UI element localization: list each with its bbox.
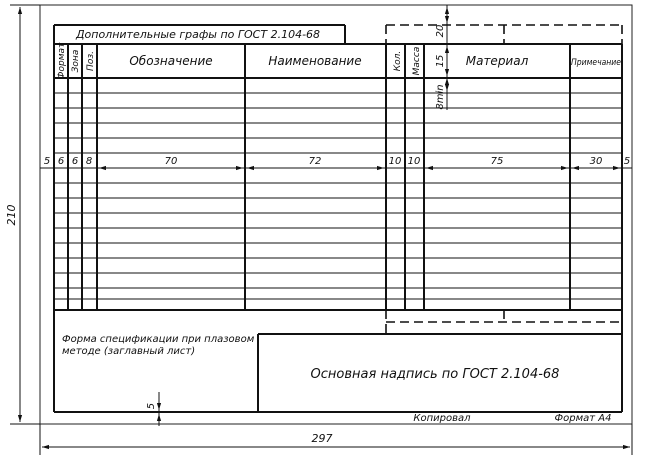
overall-height-dimension bbox=[10, 4, 40, 425]
spec-table-grid bbox=[54, 43, 622, 311]
column-header-zone: Зона bbox=[71, 50, 81, 73]
dim-left-margin: 5 bbox=[44, 156, 50, 167]
column-header-format: Формат bbox=[57, 42, 67, 79]
column-header-mass: Масса bbox=[412, 47, 422, 76]
dim-overall-width: 297 bbox=[312, 432, 333, 445]
width-dimensions: 5 6 6 8 70 72 10 10 75 30 5 bbox=[44, 156, 630, 167]
dim-overall-height: 210 bbox=[5, 205, 18, 226]
dim-bottom-gap: 5 bbox=[146, 403, 157, 409]
dashed-lower-block bbox=[385, 310, 622, 335]
dim-row-min-height: 8min bbox=[435, 84, 446, 109]
footer-format: Формат А4 bbox=[555, 413, 612, 424]
dim-mass-width: 10 bbox=[408, 156, 421, 167]
header-title: Дополнительные графы по ГОСТ 2.104-68 bbox=[75, 28, 320, 41]
dim-right-margin: 5 bbox=[624, 156, 630, 167]
dashed-top-block bbox=[385, 24, 623, 44]
dim-qty-width: 10 bbox=[389, 156, 402, 167]
sheet-outline bbox=[39, 4, 633, 425]
column-header-pos: Поз. bbox=[86, 51, 96, 71]
column-header-note: Примечание bbox=[571, 58, 621, 68]
dim-zone-width: 6 bbox=[72, 156, 78, 167]
dim-header-height: 15 bbox=[435, 55, 446, 68]
dim-format-width: 6 bbox=[58, 156, 64, 167]
column-header-name: Наименование bbox=[268, 54, 361, 68]
dim-name-width: 72 bbox=[309, 156, 322, 167]
column-header-material: Материал bbox=[466, 54, 529, 68]
column-headers: Формат Зона Поз. Обозначение Наименовани… bbox=[57, 42, 621, 79]
dim-material-width: 75 bbox=[491, 156, 504, 167]
note-line-1: Форма спецификации при плазовом bbox=[62, 334, 255, 345]
column-header-qty: Кол. bbox=[393, 51, 403, 72]
footer-copied: Копировал bbox=[413, 413, 471, 424]
note-line-2: методе (заглавный лист) bbox=[62, 346, 195, 357]
dim-note-width: 30 bbox=[590, 156, 603, 167]
dim-top-height: 20 bbox=[435, 25, 446, 38]
title-block bbox=[257, 333, 622, 412]
column-header-designation: Обозначение bbox=[129, 54, 212, 68]
dim-designation-width: 70 bbox=[165, 156, 178, 167]
dim-pos-width: 8 bbox=[86, 156, 92, 167]
title-block-text: Основная надпись по ГОСТ 2.104-68 bbox=[311, 367, 560, 382]
overall-width-dimension bbox=[39, 424, 633, 455]
